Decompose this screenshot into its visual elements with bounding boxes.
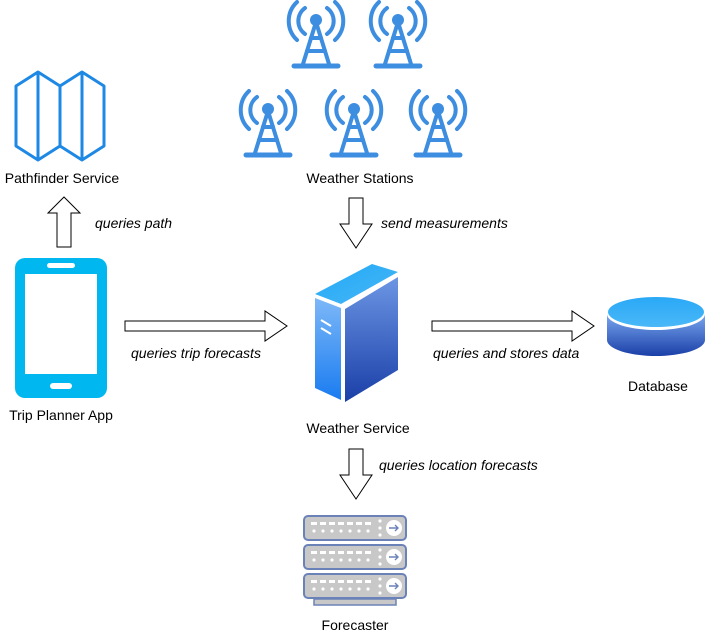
database-icon bbox=[607, 297, 705, 356]
map-icon bbox=[14, 70, 106, 162]
weather-stations-label: Weather Stations bbox=[306, 170, 414, 186]
arrow-queries-and-stores-data bbox=[431, 310, 595, 342]
pathfinder-service-label: Pathfinder Service bbox=[4, 170, 120, 186]
radio-tower-icon bbox=[403, 89, 473, 159]
database-label: Database bbox=[628, 378, 688, 394]
arrow-queries-location-forecasts bbox=[339, 448, 373, 500]
server-tower-icon bbox=[315, 264, 398, 402]
radio-tower-icon bbox=[363, 0, 433, 70]
arrow-queries-path bbox=[46, 196, 82, 248]
arrow-queries-trip-forecasts bbox=[124, 310, 288, 342]
radio-tower-icon bbox=[233, 89, 303, 159]
weather-service-label: Weather Service bbox=[306, 420, 410, 436]
server-rack-icon bbox=[303, 515, 407, 606]
smartphone-icon bbox=[15, 258, 107, 398]
edge-label-send-measurements: send measurements bbox=[381, 215, 508, 231]
edge-label-queries-and-stores-data: queries and stores data bbox=[433, 345, 580, 361]
radio-tower-icon bbox=[281, 0, 351, 70]
edge-label-queries-path: queries path bbox=[95, 215, 173, 231]
edge-label-queries-location-forecasts: queries location forecasts bbox=[379, 457, 538, 473]
edge-label-queries-trip-forecasts: queries trip forecasts bbox=[131, 345, 261, 361]
arrow-send-measurements bbox=[339, 197, 373, 249]
forecaster-label: Forecaster bbox=[321, 617, 389, 633]
trip-planner-app-label: Trip Planner App bbox=[9, 407, 113, 423]
radio-tower-icon bbox=[319, 89, 389, 159]
